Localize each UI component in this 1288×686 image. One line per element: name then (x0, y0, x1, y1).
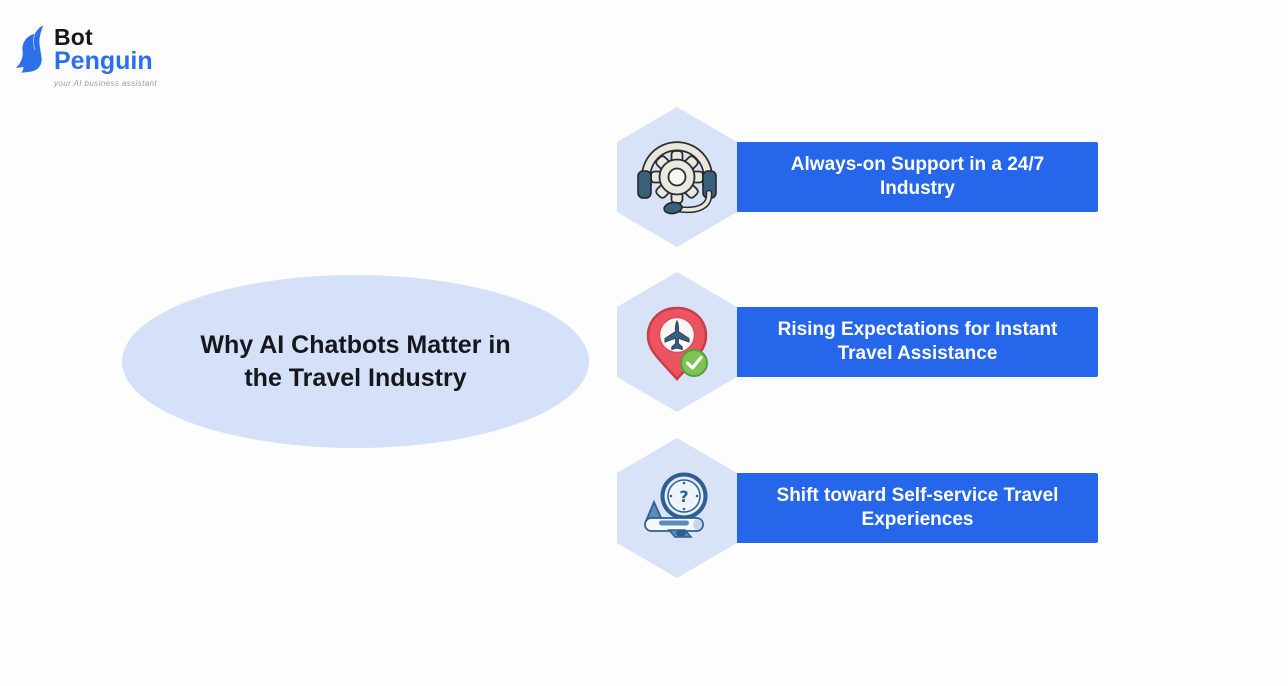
hexagon-badge (617, 272, 737, 412)
pin-plane-check-icon (646, 306, 708, 381)
point-label: Shift toward Self-service Travel Experie… (776, 484, 1059, 530)
page-title: Why AI Chatbots Matter in the Travel Ind… (200, 330, 511, 392)
clock-plane-icon: ? (644, 472, 708, 538)
list-item: Always-on Support in a 24/7 Industry (617, 107, 1098, 247)
botpenguin-logo: Bot Penguin your AI business assistant (14, 24, 157, 88)
point-bar: Shift toward Self-service Travel Experie… (737, 473, 1098, 543)
logo-brand-line1: Bot (54, 24, 93, 50)
logo-brand-line2: Penguin (54, 47, 153, 75)
logo-tagline: your AI business assistant (54, 78, 158, 88)
point-bar: Always-on Support in a 24/7 Industry (737, 142, 1098, 212)
list-item: Rising Expectations for Instant Travel A… (617, 272, 1098, 412)
point-bar: Rising Expectations for Instant Travel A… (737, 307, 1098, 377)
point-label: Always-on Support in a 24/7 Industry (790, 153, 1045, 199)
list-item: ? Shift toward Self-service Travel Exper… (617, 438, 1098, 578)
svg-text:?: ? (679, 487, 688, 506)
point-label: Rising Expectations for Instant Travel A… (777, 318, 1058, 364)
penguin-icon (14, 24, 52, 74)
headset-gear-icon (637, 141, 717, 215)
logo-text: Bot Penguin your AI business assistant (54, 26, 157, 88)
hexagon-badge: ? (617, 438, 737, 578)
hexagon-badge (617, 107, 737, 247)
title-bubble: Why AI Chatbots Matter in the Travel Ind… (122, 275, 589, 448)
